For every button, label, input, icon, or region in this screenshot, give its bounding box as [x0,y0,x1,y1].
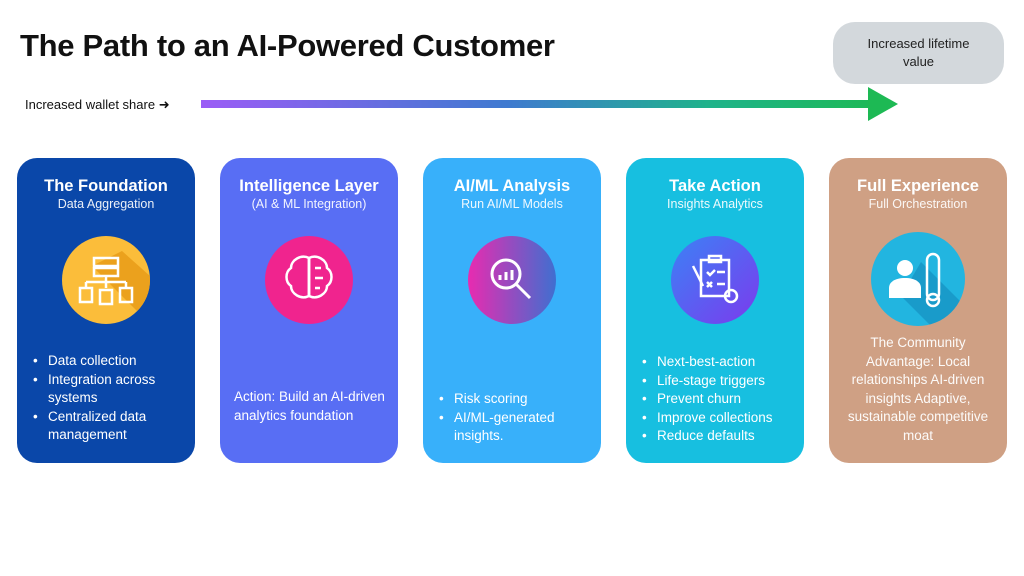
card-title: AI/ML Analysis [453,177,571,195]
card-take-action: Take Action Insights Analytics Next-best… [626,158,804,463]
card-title: Intelligence Layer [239,177,379,195]
bullet-item: Risk scoring [437,390,593,409]
wallet-share-text: Increased wallet share [25,97,156,112]
card-subtitle: Run AI/ML Models [461,197,563,211]
progress-arrow-head-icon [868,87,898,121]
card-text: Action: Build an AI-driven analytics fou… [234,389,385,423]
bullet-item: Life-stage triggers [640,372,796,391]
card-bullets: Next-best-action Life-stage triggers Pre… [640,353,796,446]
card-title: Take Action [669,177,761,195]
card-subtitle: Data Aggregation [57,197,155,211]
page-title: The Path to an AI-Powered Customer [20,28,555,63]
magnifier-chart-icon [468,236,556,324]
bullet-item: Data collection [31,352,187,371]
wallet-share-label: Increased wallet share ➜ [25,97,170,113]
card-text: The Community Advantage: Local relations… [847,335,989,443]
card-bullets: Risk scoring AI/ML-generated insights. [437,390,593,446]
card-title: Full Experience [857,177,979,195]
bullet-item: AI/ML-generated insights. [437,409,593,446]
bullet-item: Reduce defaults [640,427,796,446]
bullet-item: Centralized data management [31,408,187,445]
card-subtitle: (AI & ML Integration) [251,197,367,211]
bullet-item: Improve collections [640,409,796,428]
card-full-experience: Full Experience Full Orchestration The C… [829,158,1007,463]
lifetime-value-badge: Increased lifetime value [833,22,1004,84]
arrow-right-icon: ➜ [158,97,170,112]
server-network-icon [62,236,150,324]
bullet-item: Integration across systems [31,371,187,408]
bullet-item: Prevent churn [640,390,796,409]
card-aiml-analysis: AI/ML Analysis Run AI/ML Models Risk sco… [423,158,601,463]
card-bullets: Data collection Integration across syste… [31,352,187,445]
card-foundation: The Foundation Data Aggregation Data col… [17,158,195,463]
user-rating-icon [871,232,965,326]
clipboard-gear-icon [671,236,759,324]
card-subtitle: Insights Analytics [667,197,763,211]
brain-circuit-icon [265,236,353,324]
progress-arrow-shaft [201,100,881,108]
card-title: The Foundation [44,177,168,195]
card-subtitle: Full Orchestration [868,197,968,211]
card-intelligence-layer: Intelligence Layer (AI & ML Integration)… [220,158,398,463]
bullet-item: Next-best-action [640,353,796,372]
